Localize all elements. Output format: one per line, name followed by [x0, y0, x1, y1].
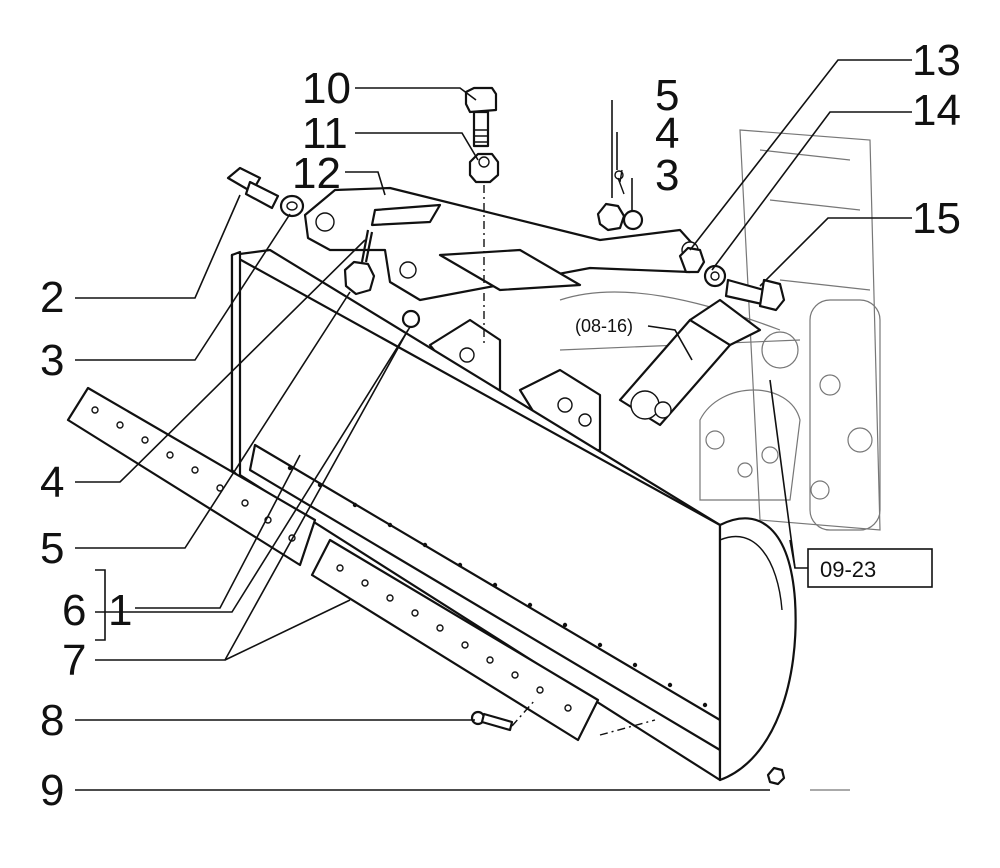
cutting-edge-right	[310, 538, 600, 742]
callout-12: 12	[292, 149, 341, 198]
washer-14	[703, 264, 727, 288]
leader-lines	[75, 59, 912, 791]
assembly-axis-lines	[483, 185, 656, 736]
callout-4-left: 4	[40, 458, 64, 507]
nut-5-left	[343, 260, 376, 296]
bolt-10	[464, 86, 498, 148]
hydraulic-cylinder	[618, 298, 762, 427]
callout-7: 7	[62, 636, 86, 685]
washer-7	[401, 309, 421, 329]
callout-5-left: 5	[40, 524, 64, 573]
pin-4-right	[614, 169, 625, 195]
callout-10: 10	[302, 64, 351, 113]
callout-6: 6	[62, 586, 86, 635]
callout-4-right: 4	[655, 109, 679, 158]
nut-11	[468, 152, 500, 184]
pin-4-left	[360, 229, 374, 263]
callout-5-right: 5	[655, 71, 679, 120]
callout-1: 1	[108, 586, 132, 635]
callout-3-left: 3	[40, 336, 64, 385]
bolt-15	[724, 278, 786, 312]
bolt-8	[470, 710, 514, 732]
reference-09-23: 09-23	[820, 557, 876, 582]
callout-2: 2	[40, 273, 64, 322]
callout-15: 15	[912, 194, 961, 243]
push-arm	[303, 186, 700, 302]
reference-08-16: (08-16)	[575, 316, 633, 336]
tractor-frame-background	[559, 129, 881, 791]
washer-3-right	[622, 209, 644, 231]
reference-09-23-box	[807, 548, 933, 588]
bolt-2	[226, 166, 280, 210]
callout-14: 14	[912, 86, 961, 135]
blade-body	[230, 248, 797, 782]
cutting-edge-left	[66, 386, 317, 567]
callout-9: 9	[40, 766, 64, 815]
callout-3-right: 3	[655, 151, 679, 200]
nut-5-right	[596, 202, 626, 232]
nut-9	[766, 766, 786, 786]
callout-8: 8	[40, 696, 64, 745]
cutting-edge-holes	[287, 465, 708, 708]
callout-13: 13	[912, 36, 961, 85]
callout-labels: 10 11 12 2 3 4 5 6 1 7 8 9 5 4 3 13 14 1…	[40, 36, 961, 815]
nut-13	[678, 246, 706, 274]
washer-3-left	[279, 194, 305, 218]
callout-11: 11	[302, 109, 348, 158]
